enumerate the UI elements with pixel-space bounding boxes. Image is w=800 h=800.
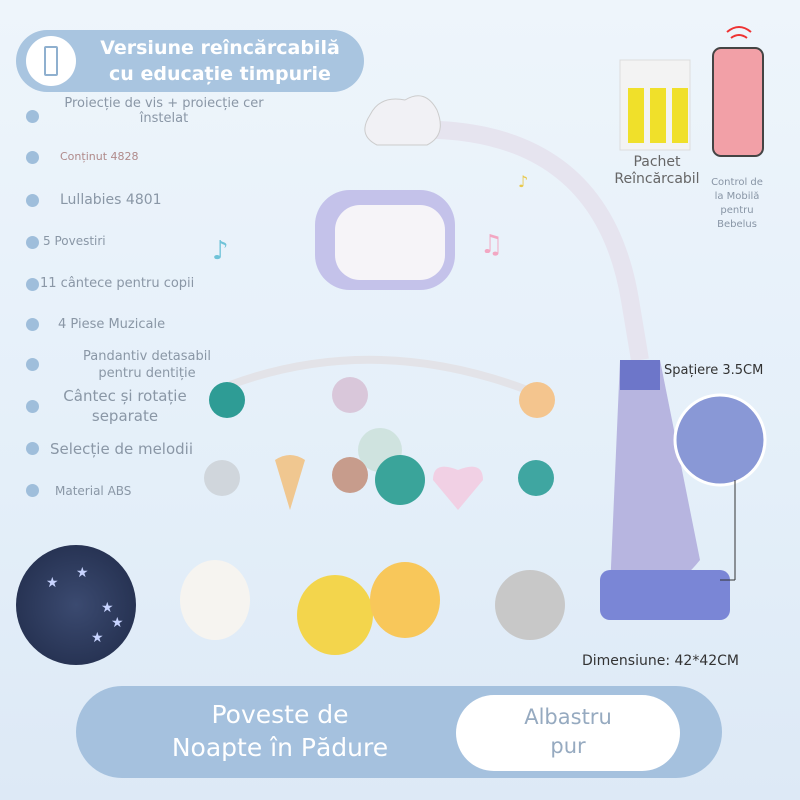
color-text: pur [550, 734, 586, 758]
dimension-spec: Dimensiune: 42*42CM [582, 653, 739, 669]
feature-text: Proiecție de vis + proiecție cer [64, 96, 264, 111]
feature-text: Cântec și rotație [63, 387, 187, 405]
feature-text: pentru dentiție [98, 366, 196, 381]
feature-item: Pandantiv detasabil pentru dentiție [62, 348, 232, 382]
color-text: Albastru [524, 705, 612, 729]
star-icon: ★ [46, 575, 59, 591]
bullet-icon [26, 236, 39, 249]
feature-item: Material ABS [55, 484, 132, 498]
feature-text: Pandantiv detasabil [83, 349, 211, 364]
feature-item: Selecție de melodii [50, 440, 193, 458]
label-text: Control de [711, 177, 763, 188]
starry-sky-projection: ★ ★ ★ ★ ★ [16, 545, 136, 665]
bullet-icon [26, 151, 39, 164]
spacing-spec: Spațiere 3.5CM [664, 363, 764, 378]
feature-item: Lullabies 4801 [60, 192, 162, 208]
header-title-line1: Versiune reîncărcabilă [100, 37, 340, 59]
feature-item: Conținut 4828 [60, 150, 139, 163]
bullet-icon [26, 278, 39, 291]
feature-item: 4 Piese Muzicale [58, 317, 166, 332]
label-text: Pachet [633, 154, 681, 170]
bullet-icon [26, 358, 39, 371]
label-text: Bebelus [717, 219, 757, 230]
bullet-icon [26, 400, 39, 413]
header-title-line2: cu educație timpurie [109, 63, 331, 85]
product-name-line: Noapte în Pădure [171, 733, 389, 762]
product-name-line: Poveste de [211, 700, 349, 729]
label-text: Reîncărcabil [614, 171, 700, 187]
bullet-icon [26, 442, 39, 455]
color-option: Albastru pur [456, 695, 680, 771]
music-note-icon: ♫ [480, 230, 504, 260]
star-icon: ★ [101, 600, 114, 616]
feature-item: 11 cântece pentru copii [40, 276, 195, 291]
feature-text: înstelat [139, 111, 189, 126]
battery-icon [26, 36, 76, 86]
bullet-icon [26, 484, 39, 497]
remote-control-label: Control de la Mobilă pentru Bebelus [702, 176, 772, 232]
bullet-icon [26, 318, 39, 331]
music-note-icon: ♪ [518, 172, 529, 191]
feature-text: separate [91, 407, 159, 425]
label-text: pentru [720, 205, 754, 216]
star-icon: ★ [91, 630, 104, 646]
header-banner: Versiune reîncărcabilă cu educație timpu… [16, 30, 364, 92]
label-text: la Mobilă [714, 191, 760, 202]
music-note-icon: ♪ [212, 236, 229, 266]
battery-pack-label: Pachet Reîncărcabil [612, 154, 702, 188]
star-icon: ★ [76, 565, 89, 581]
star-icon: ★ [111, 615, 124, 631]
feature-item: 5 Povestiri [43, 234, 106, 248]
feature-item: Cântec și rotație separate [50, 386, 200, 426]
bullet-icon [26, 194, 39, 207]
bullet-icon [26, 110, 39, 123]
product-name: Poveste de Noapte în Pădure [150, 698, 410, 764]
